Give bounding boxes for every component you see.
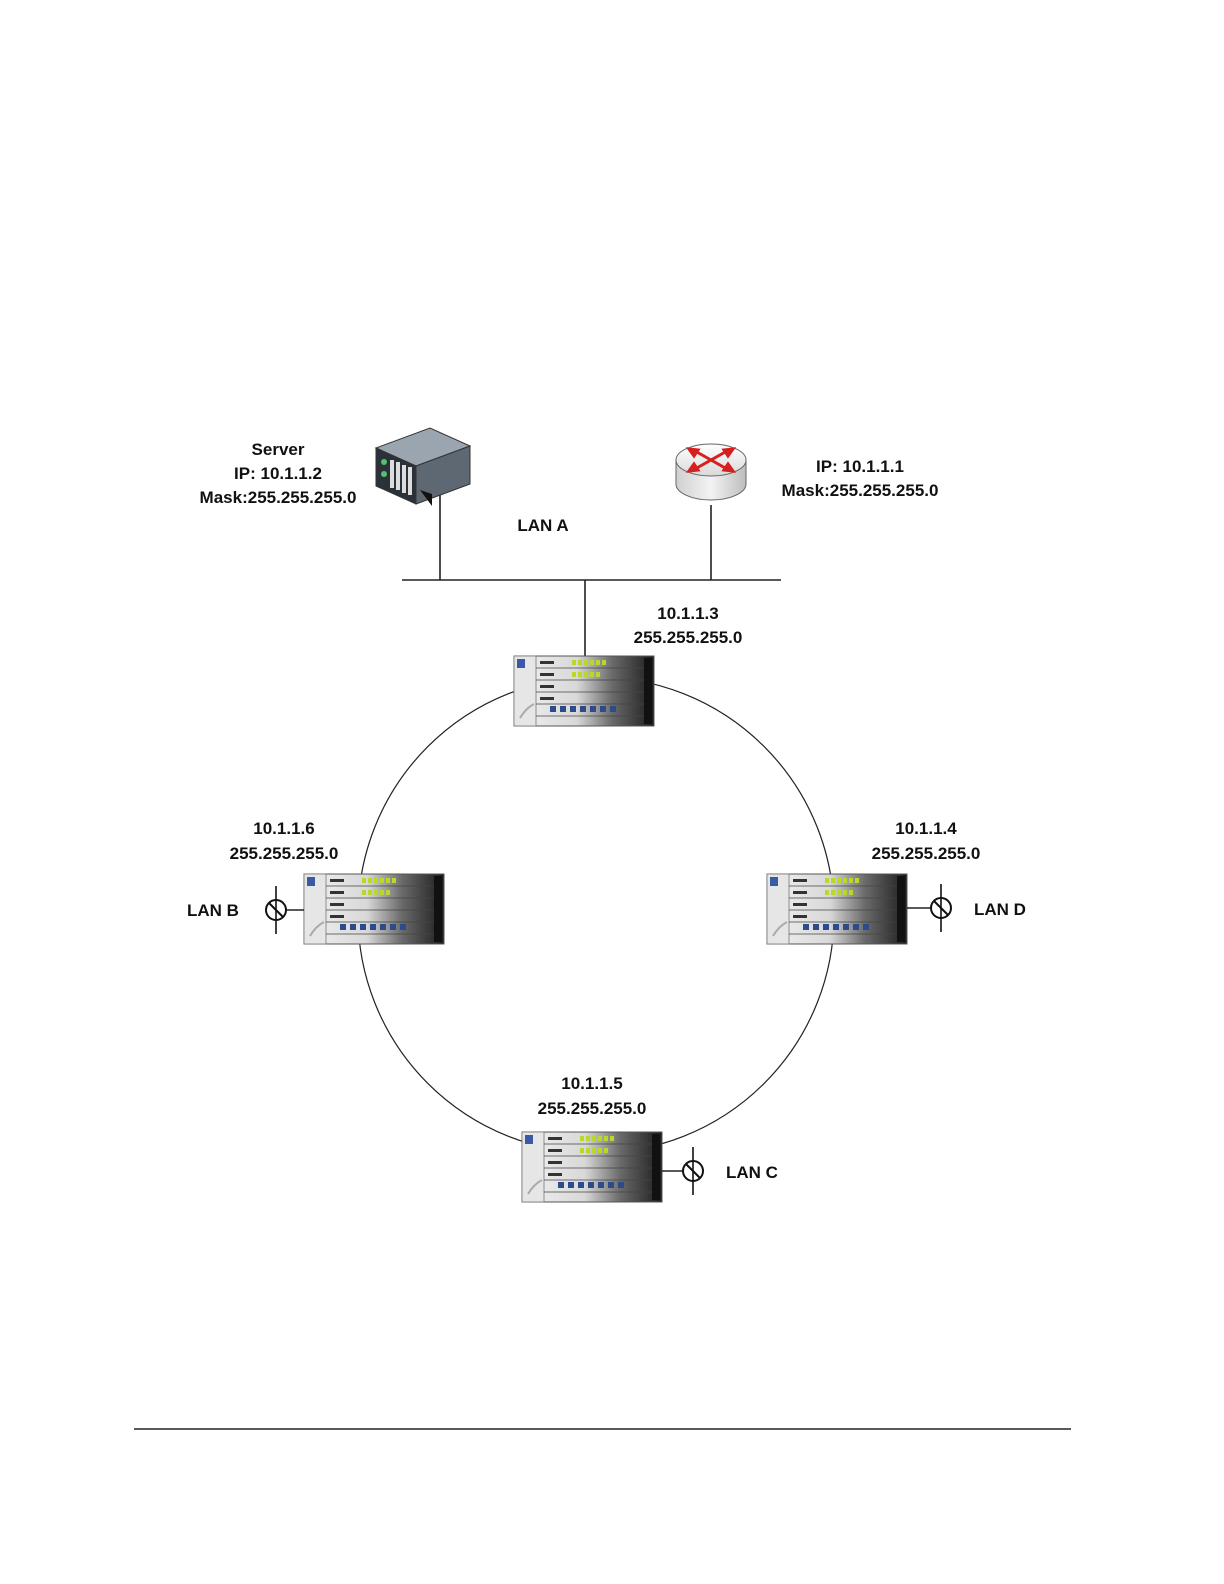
node-bottom-mask: 255.255.255.0 xyxy=(538,1099,647,1118)
router-icon xyxy=(676,444,746,500)
router-mask: Mask:255.255.255.0 xyxy=(782,481,939,500)
lan-c-connector-icon xyxy=(683,1147,703,1195)
lan-b-connector-icon xyxy=(266,886,286,934)
lan-d-connector-icon xyxy=(931,884,951,932)
node-left-chassis xyxy=(304,874,444,944)
node-top-ip: 10.1.1.3 xyxy=(657,604,718,623)
node-right-ip: 10.1.1.4 xyxy=(895,819,957,838)
server-ip: IP: 10.1.1.2 xyxy=(234,464,322,483)
lan-d-label: LAN D xyxy=(974,900,1026,919)
server-icon xyxy=(376,428,470,506)
lan-a-label: LAN A xyxy=(517,516,568,535)
node-right-mask: 255.255.255.0 xyxy=(872,844,981,863)
node-left-mask: 255.255.255.0 xyxy=(230,844,339,863)
node-bottom-chassis xyxy=(522,1132,662,1202)
lan-b-label: LAN B xyxy=(187,901,239,920)
server-mask: Mask:255.255.255.0 xyxy=(200,488,357,507)
router-ip: IP: 10.1.1.1 xyxy=(816,457,904,476)
lan-c-label: LAN C xyxy=(726,1163,778,1182)
node-top-mask: 255.255.255.0 xyxy=(634,628,743,647)
server-title: Server xyxy=(252,440,305,459)
node-bottom-ip: 10.1.1.5 xyxy=(561,1074,622,1093)
node-left-ip: 10.1.1.6 xyxy=(253,819,314,838)
node-right-chassis xyxy=(767,874,907,944)
node-top-chassis xyxy=(514,656,654,726)
